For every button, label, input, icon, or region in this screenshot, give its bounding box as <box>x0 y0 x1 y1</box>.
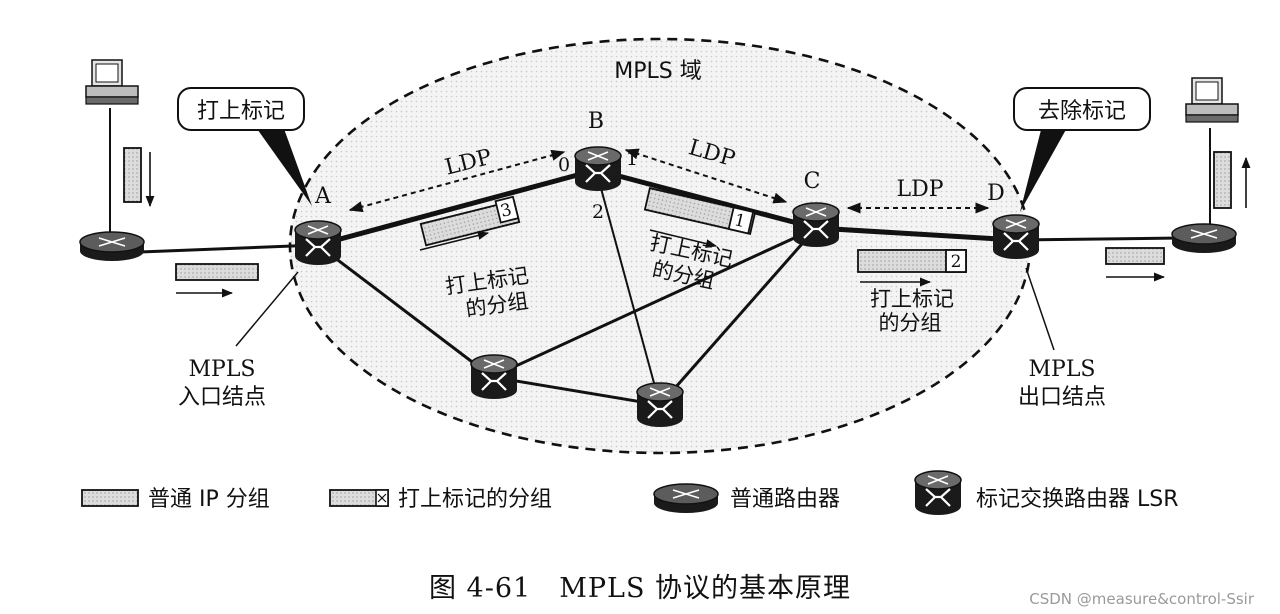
ip-packet-right-host <box>1213 151 1251 209</box>
egress-leader <box>1025 267 1055 351</box>
legend-ip-packet-label: 普通 IP 分组 <box>148 487 270 512</box>
edge-router-left-icon <box>79 231 145 262</box>
svg-text:3: 3 <box>498 200 513 222</box>
edge-router-right-icon <box>1171 223 1237 254</box>
svg-text:1: 1 <box>732 210 747 232</box>
node-label-b: B <box>588 109 604 134</box>
legend: 普通 IP 分组 打上标记的分组 普通路由器 标记交换路由器 LSR <box>81 469 1179 517</box>
ingress-leader <box>235 271 299 347</box>
watermark: CSDN @measure&control-Ssir <box>1029 590 1254 608</box>
ip-packet-right-link <box>1105 247 1166 282</box>
lsr-d-icon <box>991 213 1041 261</box>
mpls-domain-label: MPLS 域 <box>614 59 701 84</box>
ldp-label-cd: LDP <box>896 177 943 202</box>
svg-text:2: 2 <box>951 252 962 272</box>
lsr-lower-left-icon <box>469 353 519 401</box>
svg-text:去除标记: 去除标记 <box>1038 99 1126 124</box>
legend-router-label: 普通路由器 <box>730 487 840 512</box>
ingress-label-line1: MPLS <box>188 357 255 382</box>
callout-add-label: 打上标记 <box>177 87 312 206</box>
legend-ip-packet-swatch <box>81 489 139 507</box>
svg-text:打上标记: 打上标记 <box>197 99 285 124</box>
egress-label-line1: MPLS <box>1028 357 1095 382</box>
lsr-a-icon <box>293 219 343 267</box>
port-label-b2: 2 <box>592 201 604 223</box>
port-label-b1: 1 <box>626 148 638 170</box>
ip-packet-left-host <box>123 147 155 208</box>
ip-packet-left-link <box>175 263 259 298</box>
callout-remove-label: 去除标记 <box>1013 87 1151 212</box>
node-label-a: A <box>314 184 332 209</box>
lsr-lower-right-icon <box>635 381 685 429</box>
labeled-packet-2: 2 打上标记 的分组 <box>857 249 967 335</box>
legend-labeled-packet-label: 打上标记的分组 <box>398 487 552 512</box>
labeled-packet-1: 1 打上标记 的分组 <box>643 187 757 293</box>
legend-router-icon <box>653 483 719 514</box>
egress-label-line2: 出口结点 <box>1018 385 1106 410</box>
ingress-label-line2: 入口结点 <box>178 385 266 410</box>
port-label-b0: 0 <box>558 154 570 176</box>
lsr-b-icon <box>573 145 623 193</box>
svg-text:打上标记: 打上标记 <box>870 287 954 311</box>
legend-lsr-icon <box>913 469 963 517</box>
host-computer-right-icon <box>1185 77 1239 123</box>
lsr-c-icon <box>791 201 841 249</box>
legend-lsr-label: 标记交换路由器 LSR <box>976 487 1179 512</box>
node-label-d: D <box>987 181 1005 206</box>
figure-caption: 图 4-61 MPLS 协议的基本原理 <box>428 573 852 604</box>
svg-text:的分组: 的分组 <box>879 311 942 335</box>
host-computer-left-icon <box>85 59 139 105</box>
node-label-c: C <box>804 169 821 194</box>
ldp-arrows <box>348 148 990 214</box>
